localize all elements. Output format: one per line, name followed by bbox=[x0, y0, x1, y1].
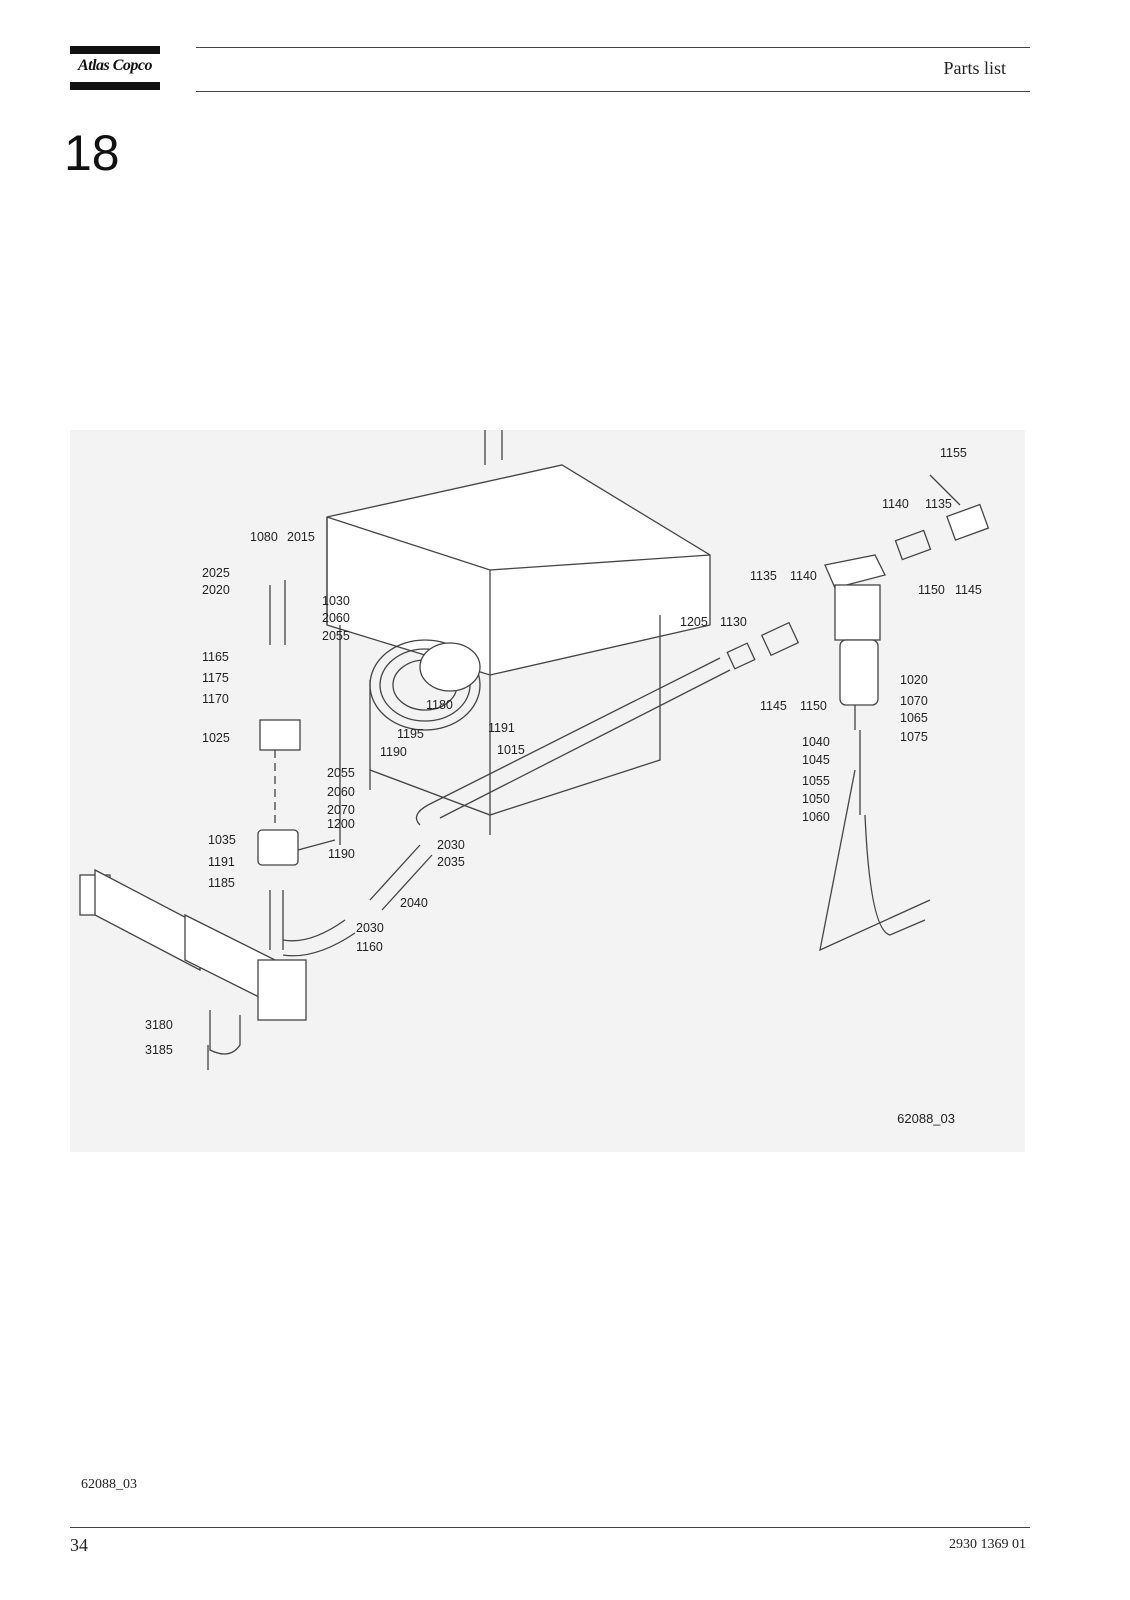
callout-1015: 1015 bbox=[497, 743, 525, 757]
callout-2060-bottom: 2060 bbox=[327, 785, 355, 799]
parts-diagram-svg: 1155 1140 1135 1145 1150 1135 1140 1205 … bbox=[79, 430, 990, 1070]
header-rule-top bbox=[196, 47, 1030, 48]
callout-1065: 1065 bbox=[900, 711, 928, 725]
logo-bar-top bbox=[70, 46, 160, 54]
callout-1190-bottom: 1190 bbox=[328, 847, 355, 861]
logo-wordmark: Atlas Copco bbox=[77, 57, 153, 74]
callout-1075: 1075 bbox=[900, 730, 928, 744]
callout-1130: 1130 bbox=[720, 615, 747, 629]
callout-2040: 2040 bbox=[400, 896, 428, 910]
callout-1025: 1025 bbox=[202, 731, 230, 745]
callout-1035: 1035 bbox=[208, 833, 236, 847]
footer-rule bbox=[70, 1527, 1030, 1528]
callout-2055-top: 2055 bbox=[322, 629, 350, 643]
callout-1185: 1185 bbox=[208, 876, 235, 890]
callout-1055: 1055 bbox=[802, 774, 830, 788]
callout-1040: 1040 bbox=[802, 735, 830, 749]
callout-1180: 1180 bbox=[426, 698, 453, 712]
callout-1195: 1195 bbox=[397, 727, 424, 741]
document-number: 2930 1369 01 bbox=[949, 1537, 1026, 1552]
callout-1070: 1070 bbox=[900, 694, 928, 708]
callout-1165: 1165 bbox=[202, 650, 229, 664]
callout-1205: 1205 bbox=[680, 615, 708, 629]
callout-1135-mid: 1135 bbox=[750, 569, 777, 583]
callout-1145-top: 1145 bbox=[955, 583, 982, 597]
callout-1135-top: 1135 bbox=[925, 497, 952, 511]
figure-reference: 62088_03 bbox=[897, 1111, 955, 1126]
callout-1150-top: 1150 bbox=[918, 583, 945, 597]
atlas-copco-logo: Atlas Copco bbox=[70, 46, 160, 91]
callout-1145-mid: 1145 bbox=[760, 699, 787, 713]
figure-caption: 62088_03 bbox=[81, 1477, 137, 1492]
callout-1191-bottom: 1191 bbox=[208, 855, 235, 869]
callout-1191-top: 1191 bbox=[488, 721, 515, 735]
callout-1150-mid: 1150 bbox=[800, 699, 827, 713]
page-number: 34 bbox=[70, 1535, 88, 1555]
callout-1020: 1020 bbox=[900, 673, 928, 687]
callout-1170: 1170 bbox=[202, 692, 229, 706]
header-title: Parts list bbox=[943, 58, 1006, 78]
callout-2025: 2025 bbox=[202, 566, 230, 580]
callout-3185: 3185 bbox=[145, 1043, 173, 1057]
callout-1140-mid: 1140 bbox=[790, 569, 817, 583]
callout-3180: 3180 bbox=[145, 1018, 173, 1032]
callout-1155: 1155 bbox=[940, 446, 967, 460]
callout-2030-bottom: 2030 bbox=[356, 921, 384, 935]
callout-1140-top: 1140 bbox=[882, 497, 909, 511]
callout-2070: 2070 bbox=[327, 803, 355, 817]
callout-2055-bottom: 2055 bbox=[327, 766, 355, 780]
callout-1050: 1050 bbox=[802, 792, 830, 806]
callout-1080: 1080 bbox=[250, 530, 278, 544]
callout-1060: 1060 bbox=[802, 810, 830, 824]
callout-2020: 2020 bbox=[202, 583, 230, 597]
callout-1160: 1160 bbox=[356, 940, 383, 954]
exploded-parts-drawing: 1155 1140 1135 1145 1150 1135 1140 1205 … bbox=[70, 430, 1025, 1152]
callout-1175: 1175 bbox=[202, 671, 229, 685]
callout-2060-top: 2060 bbox=[322, 611, 350, 625]
callout-1045: 1045 bbox=[802, 753, 830, 767]
callout-2035: 2035 bbox=[437, 855, 465, 869]
header-rule-bottom bbox=[196, 91, 1030, 92]
callout-1200: 1200 bbox=[327, 817, 355, 831]
chapter-number: 18 bbox=[64, 125, 120, 181]
callout-2015: 2015 bbox=[287, 530, 315, 544]
callout-1190-top: 1190 bbox=[380, 745, 407, 759]
callout-2030-top: 2030 bbox=[437, 838, 465, 852]
callout-1030: 1030 bbox=[322, 594, 350, 608]
logo-bar-bottom bbox=[70, 82, 160, 90]
callout-labels: 1155 1140 1135 1145 1150 1135 1140 1205 … bbox=[145, 446, 982, 1057]
